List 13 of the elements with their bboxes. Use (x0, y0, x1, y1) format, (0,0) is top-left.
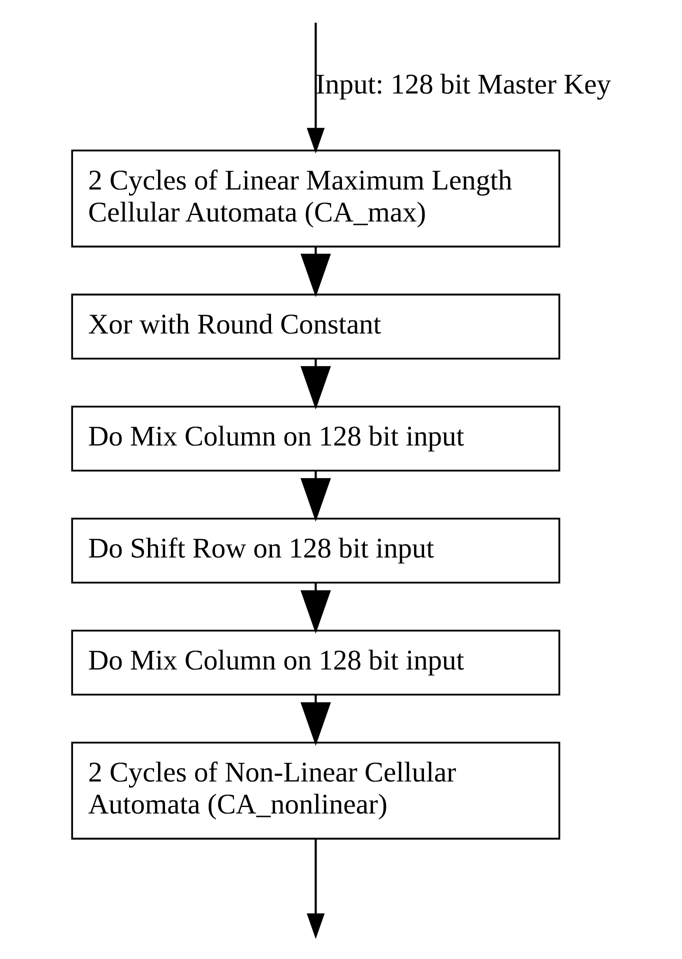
arrow (300, 583, 330, 634)
arrow (306, 22, 324, 154)
node-box: Do Mix Column on 128 bit input (70, 630, 560, 696)
arrow (300, 695, 330, 746)
arrow (306, 839, 324, 939)
arrow (300, 246, 330, 298)
node-box: Do Shift Row on 128 bit input (70, 518, 560, 584)
arrow (300, 359, 330, 410)
node-box: Xor with Round Constant (70, 294, 560, 360)
node-box: 2 Cycles of Linear Maximum Length Cellular Automata (CA_max) (70, 150, 560, 248)
node-box: 2 Cycles of Non-Linear Cellular Automata (CA_nonlinear) (70, 742, 560, 840)
arrow (300, 471, 330, 522)
node-box: Do Mix Column on 128 bit input (70, 406, 560, 472)
